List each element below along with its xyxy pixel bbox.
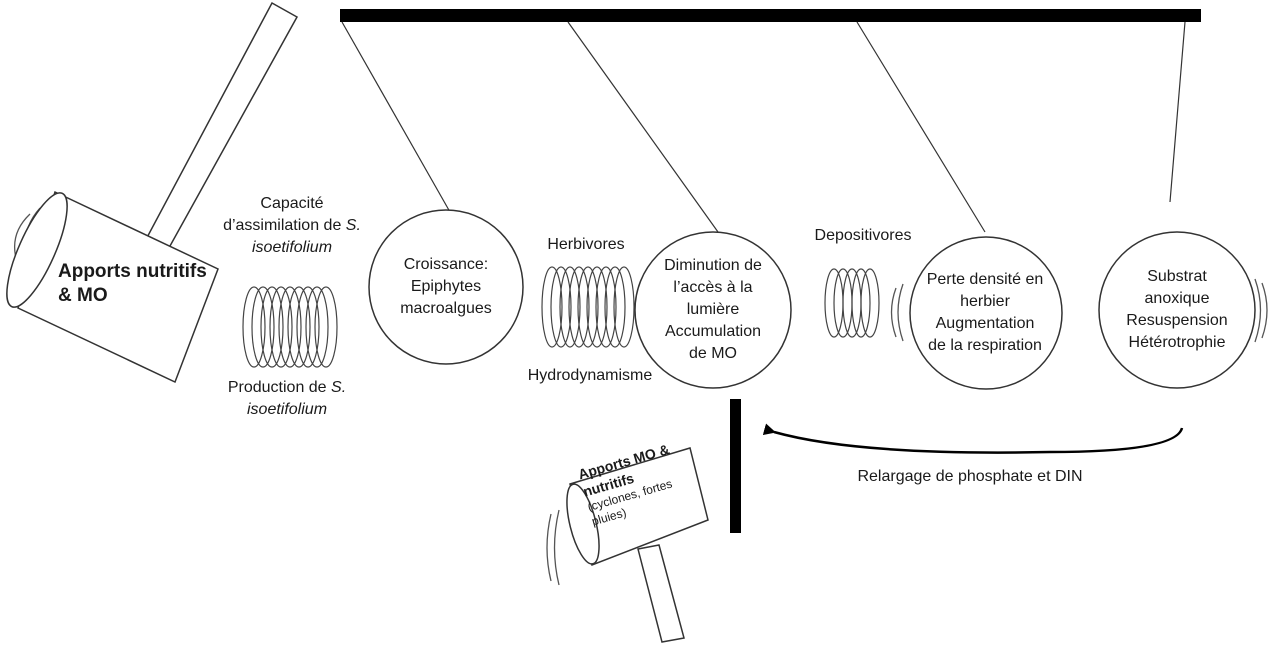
string-3 <box>856 21 986 233</box>
spring-3-top-label: Depositivores <box>814 227 912 244</box>
bottom-hammer-face <box>566 483 600 565</box>
spring-1 <box>242 286 338 368</box>
spring-3 <box>824 268 880 338</box>
spring-1-top-label: Capacité d’assimilation de S. isoetifoli… <box>223 195 361 256</box>
ball-substrat <box>1098 231 1256 389</box>
ball-diminution <box>634 231 792 389</box>
spring-2-bottom-label: Hydrodynamisme <box>527 367 653 384</box>
left-hammer-face <box>6 192 68 308</box>
left-hammer <box>6 1 299 384</box>
bottom-hammer-handle <box>637 544 685 643</box>
balls <box>368 209 1256 390</box>
ball-croissance <box>368 209 524 365</box>
feedback-label: Relargage de phosphate et DIN <box>857 468 1083 485</box>
spring-2-top-label: Herbivores <box>547 236 625 253</box>
left-hammer-label: Apports nutritifs & MO <box>58 261 207 306</box>
string-4 <box>1169 21 1186 203</box>
string-1 <box>341 21 451 213</box>
spring-1-bottom-label: Production de S. isoetifolium <box>227 379 347 418</box>
support-post <box>730 399 741 533</box>
spring-2 <box>541 266 635 348</box>
string-2 <box>567 21 719 233</box>
bottom-hammer <box>566 447 709 643</box>
strings <box>341 21 1186 233</box>
top-bar <box>340 9 1201 22</box>
ball-perte-densite <box>909 236 1063 390</box>
feedback-arrow <box>762 423 1184 454</box>
